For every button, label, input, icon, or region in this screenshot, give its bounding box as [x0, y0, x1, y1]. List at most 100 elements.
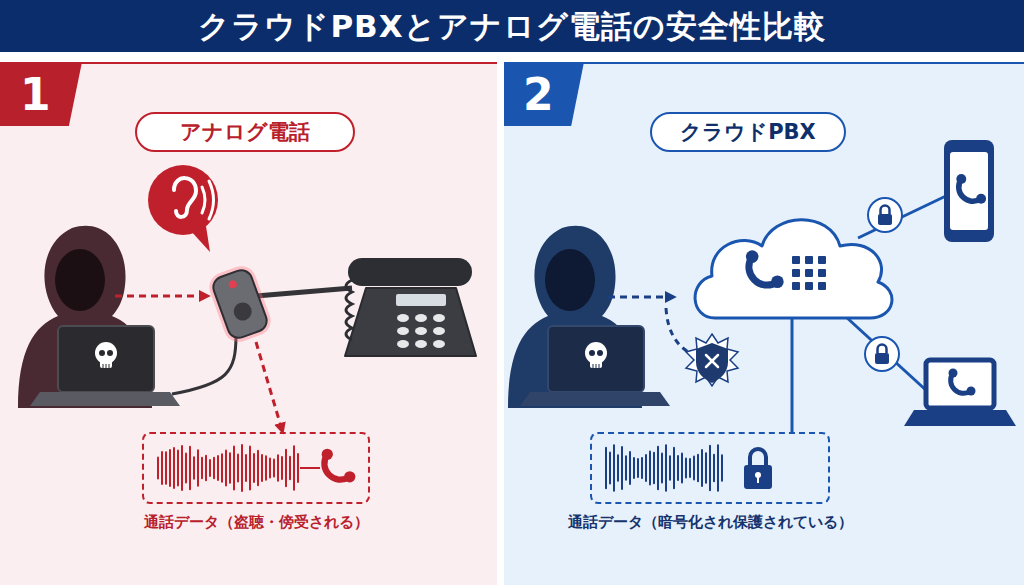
- background: [0, 0, 1024, 52]
- lock-badge: [881, 206, 890, 215]
- lock-badge: [878, 345, 887, 354]
- data-caption: 通話データ（暗号化され保護されている）: [568, 513, 853, 532]
- voice-waveform: [685, 459, 687, 478]
- voice-waveform: [717, 445, 719, 490]
- eavesdrop-bubble: [174, 178, 196, 217]
- skull-icon: [590, 360, 602, 368]
- voice-waveform: [201, 458, 203, 478]
- voice-waveform: [221, 454, 223, 481]
- padlock-icon: [757, 476, 759, 483]
- voice-waveform: [721, 455, 723, 480]
- desk-phone: [415, 340, 427, 348]
- voice-waveform: [177, 451, 179, 486]
- voice-waveform: [693, 456, 695, 479]
- laptop-client: [904, 410, 1016, 426]
- padlock-icon: [750, 449, 766, 465]
- hacker-figure: [55, 249, 105, 311]
- voice-waveform: [709, 446, 711, 490]
- skull-icon: [100, 360, 112, 368]
- eavesdrop-bubble: [202, 187, 205, 213]
- voice-waveform: [657, 447, 659, 490]
- skull-icon: [593, 364, 599, 368]
- voice-waveform: [169, 450, 171, 486]
- blocked-attack-arrow: [608, 296, 672, 299]
- voice-waveform: [265, 456, 267, 480]
- desk-phone: [433, 327, 445, 335]
- voice-waveform: [637, 459, 639, 477]
- voice-waveform: [157, 457, 159, 478]
- cloud-pbx: [792, 256, 800, 264]
- skull-icon: [95, 342, 117, 368]
- right-panel: [504, 62, 1024, 585]
- laptop: [30, 392, 180, 406]
- voice-waveform: [229, 453, 231, 483]
- voice-waveform: [697, 455, 699, 482]
- voice-waveform: [641, 458, 643, 478]
- laptop: [548, 326, 644, 392]
- voice-waveform: [257, 451, 259, 486]
- desk-phone: [346, 280, 352, 340]
- eavesdrop-bubble: [148, 165, 218, 235]
- desk-phone: [348, 258, 472, 286]
- voice-waveform: [705, 453, 707, 483]
- skull-icon: [589, 350, 595, 356]
- phone-icon: [949, 369, 976, 396]
- left-panel: [0, 62, 497, 585]
- voice-waveform: [277, 455, 279, 480]
- desk-phone: [415, 327, 427, 335]
- heading-text: アナログ電話: [180, 118, 310, 146]
- laptop: [520, 326, 670, 406]
- section-heading: クラウドPBX: [650, 112, 846, 152]
- voice-waveform: [653, 453, 655, 484]
- voice-waveform: [165, 452, 167, 483]
- voice-waveform: [285, 450, 287, 486]
- skull-icon: [597, 350, 603, 356]
- desk-phone: [397, 314, 409, 322]
- voice-waveform: [293, 446, 295, 489]
- voice-waveform: [173, 448, 175, 488]
- skull-icon: [99, 350, 105, 356]
- wiretap-device: [228, 279, 238, 289]
- voice-waveform: [217, 456, 219, 480]
- cloud-pbx: [818, 256, 826, 264]
- cloud-pbx: [792, 282, 800, 290]
- callout-number: 1: [0, 62, 71, 126]
- voice-waveform: [621, 447, 623, 489]
- desk-phone: [396, 294, 446, 306]
- voice-waveform: [297, 454, 299, 482]
- attack-arrow: [115, 295, 206, 298]
- lock-badge: [865, 337, 899, 371]
- section-heading: アナログ電話: [135, 112, 355, 152]
- voice-waveform: [605, 448, 607, 489]
- voice-waveform: [249, 447, 251, 490]
- voice-waveform: [209, 460, 211, 476]
- padlock-icon: [744, 465, 772, 489]
- badge-shape: [504, 62, 584, 126]
- phone-icon: [322, 449, 356, 483]
- smartphone: [944, 140, 994, 242]
- voice-waveform: [633, 458, 635, 478]
- lock-badge: [875, 353, 889, 364]
- data-box: 通話データ（盗聴・傍受される）: [142, 432, 370, 504]
- voice-waveform: [158, 445, 298, 491]
- voice-waveform: [261, 455, 263, 481]
- cloud-pbx: [818, 282, 826, 290]
- voice-waveform: [689, 459, 691, 477]
- data-box: 通話データ（暗号化され保護されている）: [590, 432, 830, 504]
- cloud-pbx: [792, 269, 800, 277]
- voice-waveform: [677, 456, 679, 480]
- voice-waveform: [161, 452, 163, 484]
- lock-badge: [868, 198, 902, 232]
- voice-waveform: [233, 446, 235, 489]
- voice-waveform: [681, 453, 683, 482]
- wiretap-device: [210, 267, 269, 341]
- laptop: [30, 326, 180, 406]
- voice-waveform: [629, 452, 631, 484]
- desk-phone: [397, 340, 409, 348]
- eavesdrop-bubble: [148, 165, 218, 252]
- laptop-client: [904, 360, 1016, 426]
- voice-waveform: [205, 456, 207, 481]
- blocked-attack-arrow: [666, 308, 692, 354]
- wiretap-device: [231, 300, 254, 323]
- phone-icon: [746, 250, 784, 288]
